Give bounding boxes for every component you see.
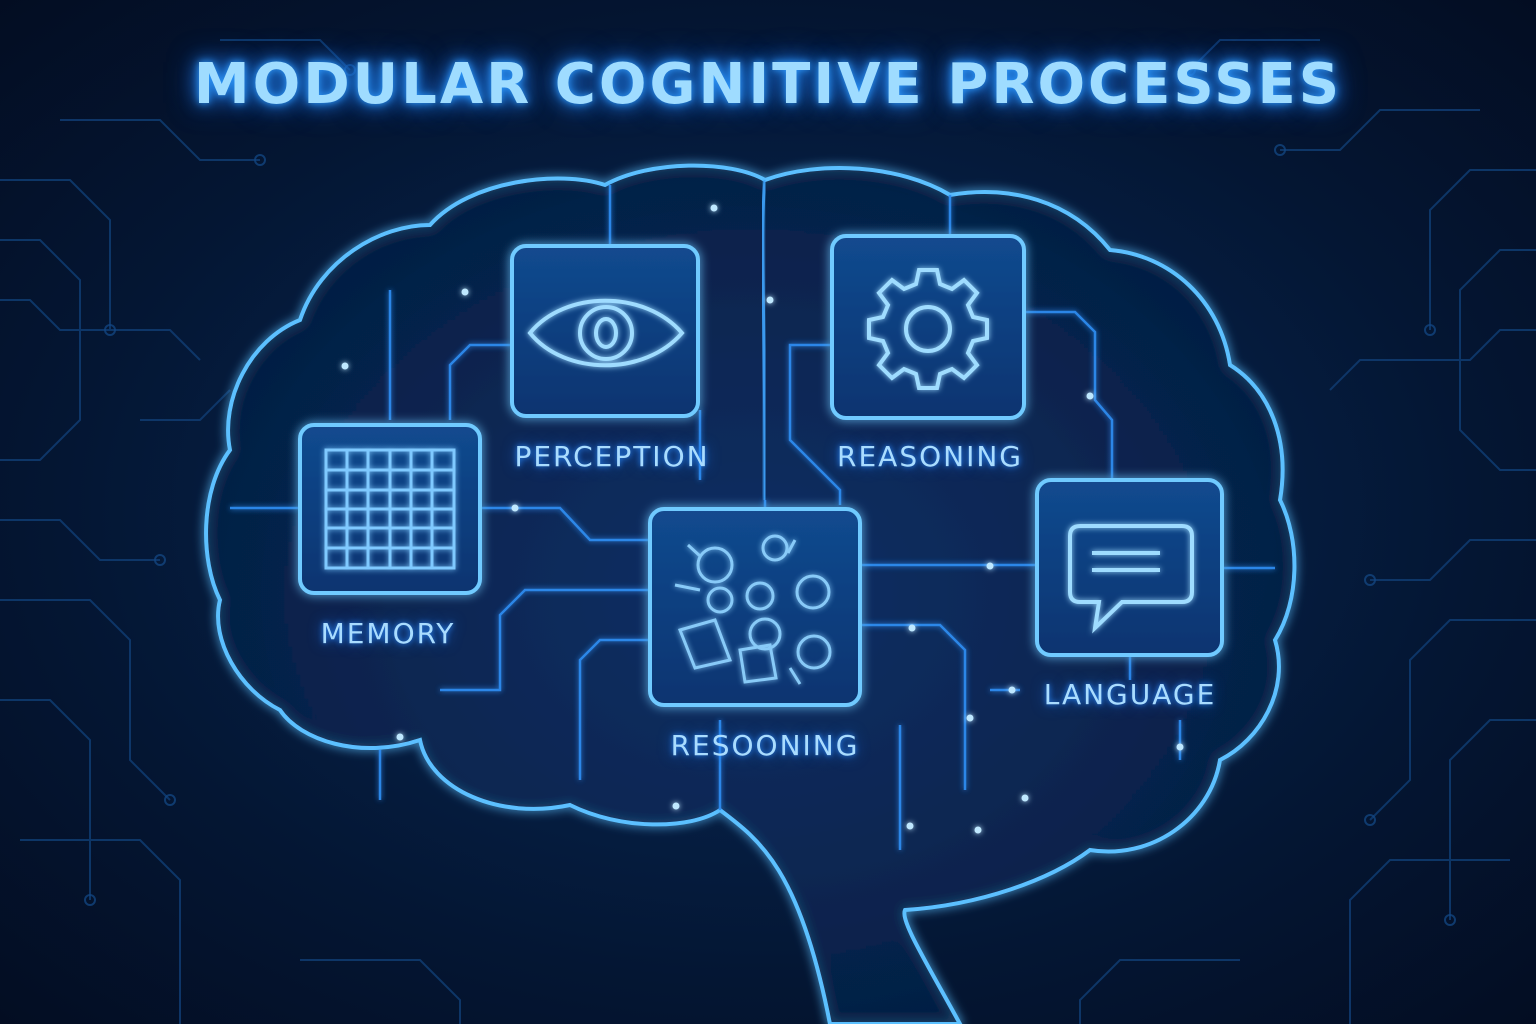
perception-module <box>510 244 700 418</box>
memory-module <box>298 423 482 595</box>
language-label: LANGUAGE <box>1043 678 1217 711</box>
memory-label: MEMORY <box>320 617 456 650</box>
eye-icon <box>527 298 685 368</box>
language-module <box>1035 478 1224 657</box>
grid-icon <box>324 448 456 570</box>
gear-icon <box>867 268 989 390</box>
resooning-label: RESOONING <box>670 729 860 762</box>
resooning-module <box>648 507 862 707</box>
page-title: MODULAR COGNITIVE PROCESSES <box>193 52 1343 117</box>
reasoning-label: REASONING <box>837 440 1023 473</box>
reasoning-module <box>830 234 1026 420</box>
perception-label: PERCEPTION <box>514 440 710 473</box>
speech-bubble-icon <box>1068 524 1194 634</box>
molecules-icon <box>674 534 832 685</box>
